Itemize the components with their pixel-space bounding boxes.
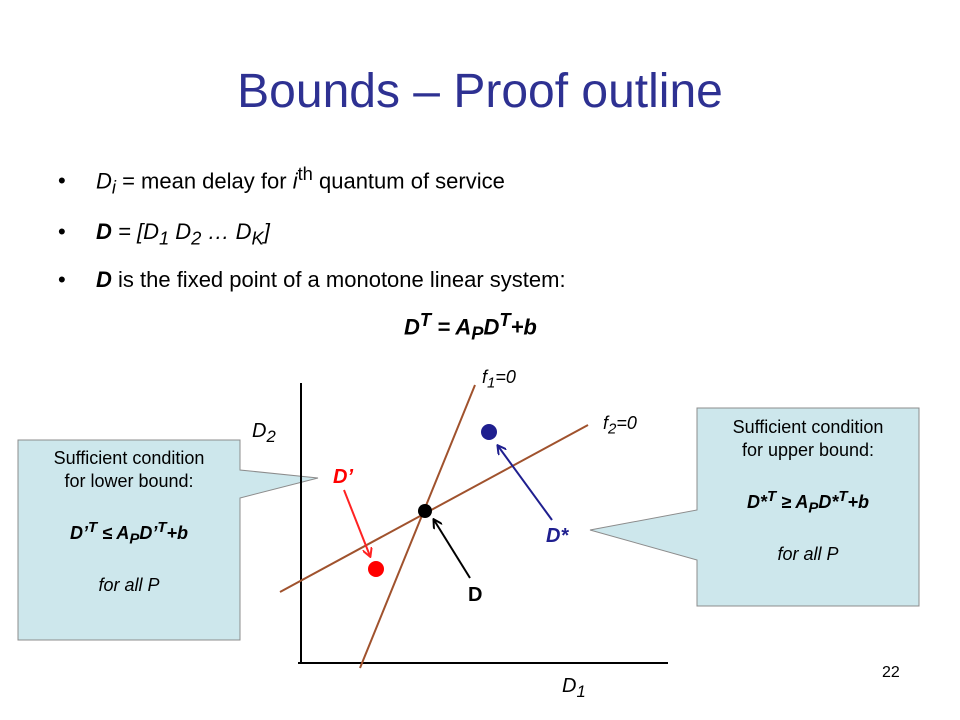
bullet-mean-delay: •Di = mean delay for ith quantum of serv… bbox=[58, 160, 505, 202]
f1-rest: =0 bbox=[495, 367, 516, 387]
sup-th: th bbox=[297, 163, 313, 184]
d2-base: D bbox=[252, 420, 267, 442]
ineq-d2: D bbox=[139, 523, 153, 543]
f2-rest: =0 bbox=[616, 413, 637, 433]
bullet-dot: • bbox=[58, 219, 66, 244]
point-upper bbox=[481, 424, 497, 440]
x-axis-label: D1 bbox=[562, 675, 586, 703]
d1-base: D bbox=[562, 675, 577, 697]
bullet-dot: • bbox=[58, 168, 66, 194]
ineq-sup: T bbox=[766, 488, 777, 505]
ineq-sup: T bbox=[87, 519, 98, 536]
upper-bound-inequality: D*T ≥ APD*T+b bbox=[697, 485, 919, 520]
arrow-to-upper-point bbox=[498, 446, 553, 521]
point-d bbox=[418, 504, 432, 518]
var-d-bold: D bbox=[96, 267, 112, 292]
slide-number: 22 bbox=[882, 664, 900, 681]
arrow-to-d bbox=[434, 520, 471, 579]
f1-sub: 1 bbox=[487, 374, 496, 392]
line-f2 bbox=[279, 424, 589, 593]
bullet-text: = [D bbox=[111, 219, 159, 244]
upper-callout-forall: for all P bbox=[777, 543, 839, 564]
upper-callout-bubble bbox=[589, 407, 920, 607]
ineq-mark2: ’ bbox=[152, 523, 158, 543]
bullet-text: D bbox=[169, 219, 192, 244]
dprime-base: D bbox=[333, 466, 348, 488]
label-d: D bbox=[468, 584, 483, 606]
ineq-mark: ’ bbox=[82, 523, 88, 543]
eq-tail: +b bbox=[510, 314, 537, 340]
sub-i: i bbox=[111, 176, 116, 198]
eq-sub-p: P bbox=[471, 322, 484, 344]
eq-rhs-d: D bbox=[483, 314, 500, 340]
ineq-sub: P bbox=[129, 530, 140, 548]
eq-lhs: D bbox=[404, 314, 420, 340]
ineq-rel: ≤ A bbox=[97, 523, 130, 543]
upper-callout-heading-1: Sufficient condition bbox=[732, 417, 884, 437]
ineq-sub: P bbox=[808, 499, 819, 517]
lower-callout-forall: for all P bbox=[98, 574, 160, 595]
ineq-sup2: T bbox=[157, 519, 167, 536]
lower-callout-heading-1: Sufficient condition bbox=[53, 448, 205, 468]
bullet-text: is the fixed point of a monotone linear … bbox=[111, 267, 566, 292]
line-f1 bbox=[359, 384, 476, 669]
eq-sup-t: T bbox=[419, 309, 432, 330]
y-axis-label: D2 bbox=[252, 420, 276, 448]
f1-base: f bbox=[482, 367, 488, 387]
label-d-prime: D’ bbox=[333, 466, 353, 488]
lower-bound-inequality: D’T ≤ APD’T+b bbox=[18, 516, 240, 551]
ineq-tail: +b bbox=[847, 492, 870, 512]
arrow-to-lower-point bbox=[343, 489, 370, 556]
label-d-star: D* bbox=[546, 525, 569, 547]
f2-base: f bbox=[603, 413, 609, 433]
ineq-d: D bbox=[69, 523, 83, 543]
bullet-vector-d: •D = [D1 D2 … DK] bbox=[58, 218, 270, 252]
lower-bound-callout: Sufficient condition for lower bound: D’… bbox=[18, 447, 240, 597]
bullet-text: ] bbox=[263, 219, 270, 244]
bullet-text: = mean delay for bbox=[115, 168, 293, 194]
bullet-text: quantum of service bbox=[312, 168, 505, 194]
sub-2: 2 bbox=[191, 227, 202, 249]
label-f1: f1=0 bbox=[482, 366, 516, 395]
sub-k: K bbox=[251, 227, 264, 249]
fixed-point-equation: DT = APDT+b bbox=[404, 306, 537, 348]
ineq-d2: D* bbox=[818, 492, 839, 512]
bullet-fixed-point: • D is the fixed point of a monotone line… bbox=[58, 266, 566, 294]
ineq-rel: ≥ A bbox=[776, 492, 809, 512]
lower-callout-bubble bbox=[17, 439, 319, 641]
bullet-dot: • bbox=[58, 267, 66, 292]
var-d: D bbox=[96, 168, 112, 194]
sub-1: 1 bbox=[158, 227, 170, 249]
ineq-d: D* bbox=[746, 492, 767, 512]
var-i: i bbox=[292, 168, 298, 194]
eq-sup-t2: T bbox=[499, 309, 511, 330]
ineq-tail: +b bbox=[166, 523, 189, 543]
d2-sub: 2 bbox=[266, 427, 276, 446]
eq-equals: = A bbox=[431, 314, 472, 340]
d1-sub: 1 bbox=[576, 682, 586, 701]
bullet-text: … D bbox=[201, 219, 252, 244]
ineq-sup2: T bbox=[838, 488, 848, 505]
lower-callout-heading-2: for lower bound: bbox=[64, 471, 194, 491]
var-d-bold: D bbox=[96, 219, 112, 244]
upper-callout-heading-2: for upper bound: bbox=[741, 440, 875, 460]
point-lower bbox=[368, 561, 384, 577]
f2-sub: 2 bbox=[608, 420, 617, 438]
upper-bound-callout: Sufficient condition for upper bound: D*… bbox=[697, 416, 919, 566]
slide-title: Bounds – Proof outline bbox=[237, 65, 723, 118]
label-f2: f2=0 bbox=[603, 412, 637, 441]
dprime-mark: ’ bbox=[347, 466, 354, 488]
